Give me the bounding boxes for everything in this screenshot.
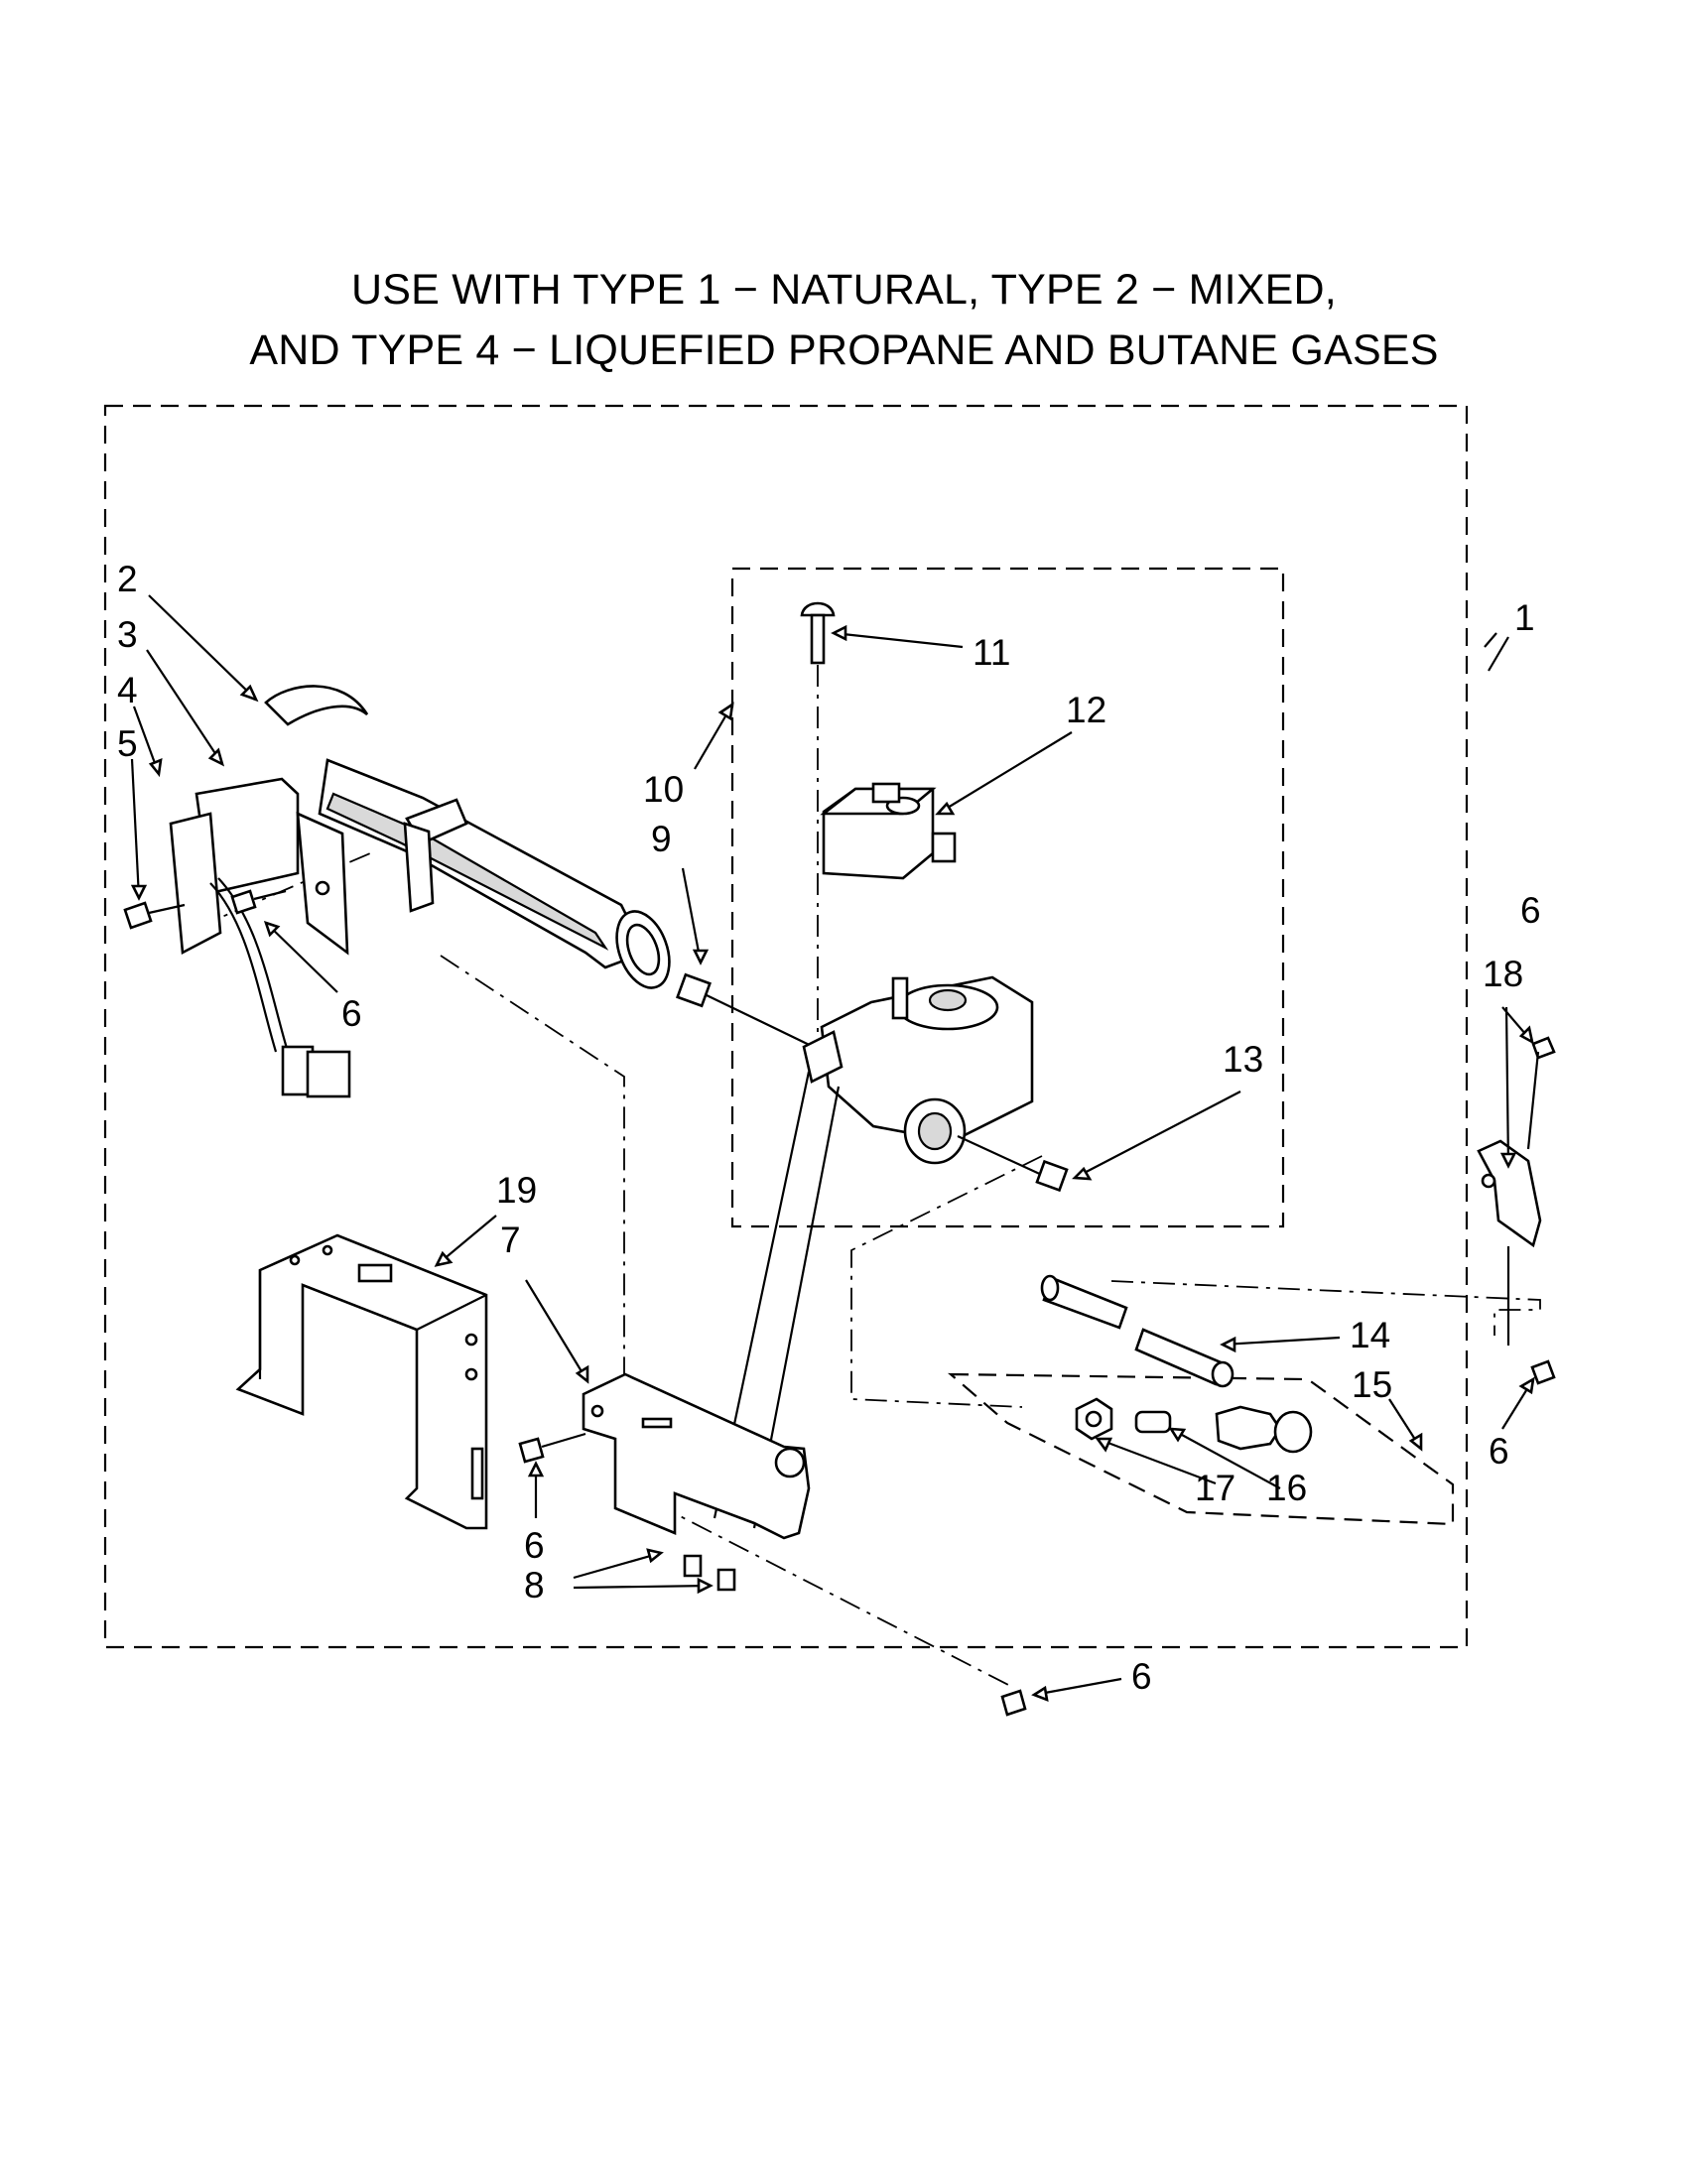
callout-17: 17 (1195, 1468, 1235, 1508)
title-line-1: USE WITH TYPE 1 − NATURAL, TYPE 2 − MIXE… (351, 266, 1337, 314)
callout-6-clamp-bottom: 6 (1489, 1431, 1509, 1472)
title-line-2: AND TYPE 4 − LIQUEFIED PROPANE AND BUTAN… (249, 326, 1439, 374)
callout-18: 18 (1483, 954, 1523, 994)
valve-screw (800, 601, 836, 1032)
ignitor-bracket (169, 777, 349, 956)
callout-12: 12 (1066, 690, 1106, 730)
link-line-bracket-screw (654, 1502, 1013, 1688)
link-line-tube (1110, 1280, 1541, 1336)
bracket-screws (518, 1432, 1027, 1717)
callout-10: 10 (643, 769, 684, 810)
link-line-burner-bracket (440, 955, 625, 1384)
callout-6-bottom: 6 (1131, 1656, 1152, 1697)
callout-11: 11 (973, 632, 1010, 673)
diagram-title: USE WITH TYPE 1 − NATURAL, TYPE 2 − MIXE… (0, 260, 1688, 381)
fitting (676, 972, 825, 1053)
callout-16: 16 (1266, 1468, 1307, 1508)
link-line-ignitor-screws (195, 849, 378, 929)
callout-3: 3 (117, 614, 138, 655)
ignitor-wires (209, 877, 351, 1098)
callout-4: 4 (117, 670, 138, 710)
valve-connector (1035, 1159, 1069, 1193)
callout-1: 1 (1514, 597, 1535, 638)
callout-13: 13 (1223, 1039, 1263, 1080)
valve-bracket (582, 1372, 811, 1540)
callout-6-clamp-top: 6 (1520, 890, 1541, 931)
callout-15: 15 (1352, 1364, 1392, 1405)
leader-lines (130, 594, 1535, 1703)
gas-valve (802, 975, 1045, 1177)
tube-clamp (1477, 1036, 1556, 1385)
callout-6-bracket: 6 (524, 1525, 545, 1566)
callout-14: 14 (1350, 1315, 1390, 1355)
orifice-kit-boundary (947, 1372, 1455, 1526)
valve-coil (820, 782, 957, 880)
callout-2: 2 (117, 559, 138, 599)
assembly-boundary (103, 404, 1469, 1649)
link-line-valve-bracket (850, 1155, 1043, 1408)
burner-tube (264, 685, 671, 989)
mounting-bracket (235, 1233, 488, 1530)
ignitor-screws (123, 889, 287, 930)
callout-5: 5 (117, 723, 138, 764)
callout-7: 7 (500, 1220, 521, 1260)
callout-8: 8 (524, 1565, 545, 1606)
callout-6-ignitor: 6 (341, 993, 362, 1034)
gas-tube (1040, 1274, 1234, 1388)
callout-9: 9 (651, 819, 672, 859)
valve-assembly-boundary (730, 567, 1285, 1228)
callout-19: 19 (496, 1170, 537, 1211)
orifice-parts (1075, 1397, 1313, 1454)
